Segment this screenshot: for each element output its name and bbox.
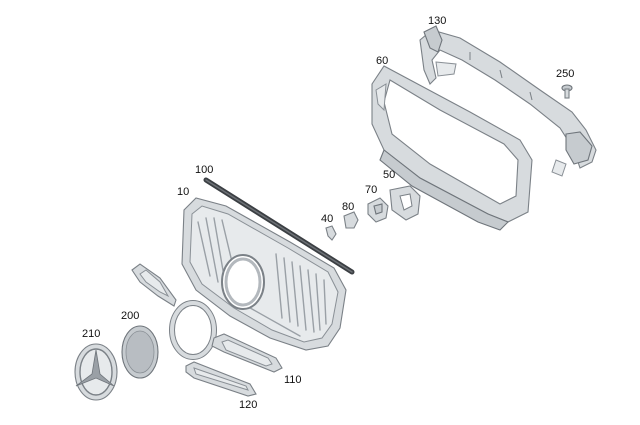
part-200-emblem-disc xyxy=(121,325,159,379)
part-70-mount xyxy=(367,197,389,223)
grille-slats xyxy=(197,217,327,337)
part-110-trim-frame xyxy=(131,263,283,373)
part-40-clip xyxy=(325,225,337,241)
callout-40: 40 xyxy=(321,213,334,225)
part-10-grille xyxy=(181,197,347,351)
callout-50: 50 xyxy=(383,169,396,181)
part-130-upper-frame xyxy=(419,25,597,177)
callout-250: 250 xyxy=(556,68,575,80)
callout-200: 200 xyxy=(121,310,140,322)
callout-100: 100 xyxy=(195,164,214,176)
part-100-seal-strip xyxy=(203,177,355,275)
callout-210: 210 xyxy=(82,328,101,340)
callout-60: 60 xyxy=(376,55,389,67)
callout-80: 80 xyxy=(342,201,355,213)
callout-130: 130 xyxy=(428,15,447,27)
part-120-lower-trim xyxy=(185,361,257,397)
part-60-radiator-frame xyxy=(371,65,533,231)
part-80-clip xyxy=(343,211,359,229)
part-50-bracket xyxy=(389,185,421,221)
part-250-screw xyxy=(561,84,573,99)
callout-110: 110 xyxy=(284,374,302,386)
part-210-star-emblem xyxy=(74,343,118,401)
callout-120: 120 xyxy=(239,399,258,411)
callout-10: 10 xyxy=(177,186,190,198)
callout-70: 70 xyxy=(365,184,378,196)
